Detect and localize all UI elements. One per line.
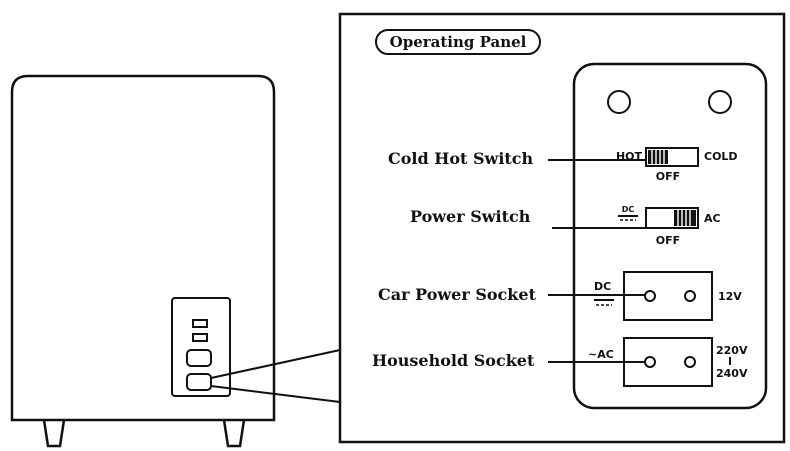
cold-hot-switch-off-text: OFF xyxy=(656,170,680,183)
mounting-hole-left xyxy=(607,90,631,114)
mounting-hole-right xyxy=(708,90,732,114)
power-switch-ac-text: AC xyxy=(704,212,721,225)
household-socket[interactable] xyxy=(623,337,713,387)
mini-control-panel xyxy=(171,297,231,397)
household-socket-ac-text: ~AC xyxy=(588,348,614,361)
household-socket-label: Household Socket xyxy=(372,351,535,370)
power-switch-dc-text: DC xyxy=(622,205,635,214)
mini-switch-2[interactable] xyxy=(192,333,208,342)
appliance-foot-right xyxy=(222,419,246,448)
power-switch[interactable] xyxy=(645,207,699,229)
mini-switch-1[interactable] xyxy=(192,319,208,328)
zoom-callout-lines xyxy=(210,349,341,403)
household-socket-group: Household Socket ~AC 220V 240V xyxy=(372,337,748,387)
mini-socket-1[interactable] xyxy=(186,349,212,367)
dc-symbol-icon xyxy=(618,215,638,221)
car-power-socket-group: Car Power Socket DC 12V xyxy=(378,271,742,321)
panel-plate xyxy=(572,62,768,410)
cold-hot-switch-group: Cold Hot Switch HOT COLD OFF xyxy=(388,147,738,183)
cold-hot-switch-hot-text: HOT xyxy=(616,150,643,163)
household-socket-voltage-top: 220V xyxy=(716,344,748,357)
mini-socket-2[interactable] xyxy=(186,373,212,391)
power-switch-off-text: OFF xyxy=(656,234,680,247)
car-power-socket[interactable] xyxy=(623,271,713,321)
power-switch-label: Power Switch xyxy=(410,207,531,226)
appliance-body xyxy=(10,74,276,448)
appliance-foot-left xyxy=(42,419,66,448)
operating-panel-title-badge: Operating Panel xyxy=(375,29,541,55)
operating-panel-frame xyxy=(338,12,786,444)
household-socket-voltage-bottom: 240V xyxy=(716,367,748,380)
cold-hot-switch[interactable] xyxy=(645,147,699,167)
cold-hot-switch-label: Cold Hot Switch xyxy=(388,149,534,168)
operating-panel-title: Operating Panel xyxy=(390,33,527,51)
cold-hot-switch-cold-text: COLD xyxy=(704,150,738,163)
car-power-socket-voltage: 12V xyxy=(718,290,742,303)
car-power-socket-label: Car Power Socket xyxy=(378,285,537,304)
dc-symbol-icon xyxy=(594,299,614,306)
power-switch-group: Power Switch DC AC OFF xyxy=(410,205,721,247)
car-power-socket-dc-text: DC xyxy=(594,280,611,293)
